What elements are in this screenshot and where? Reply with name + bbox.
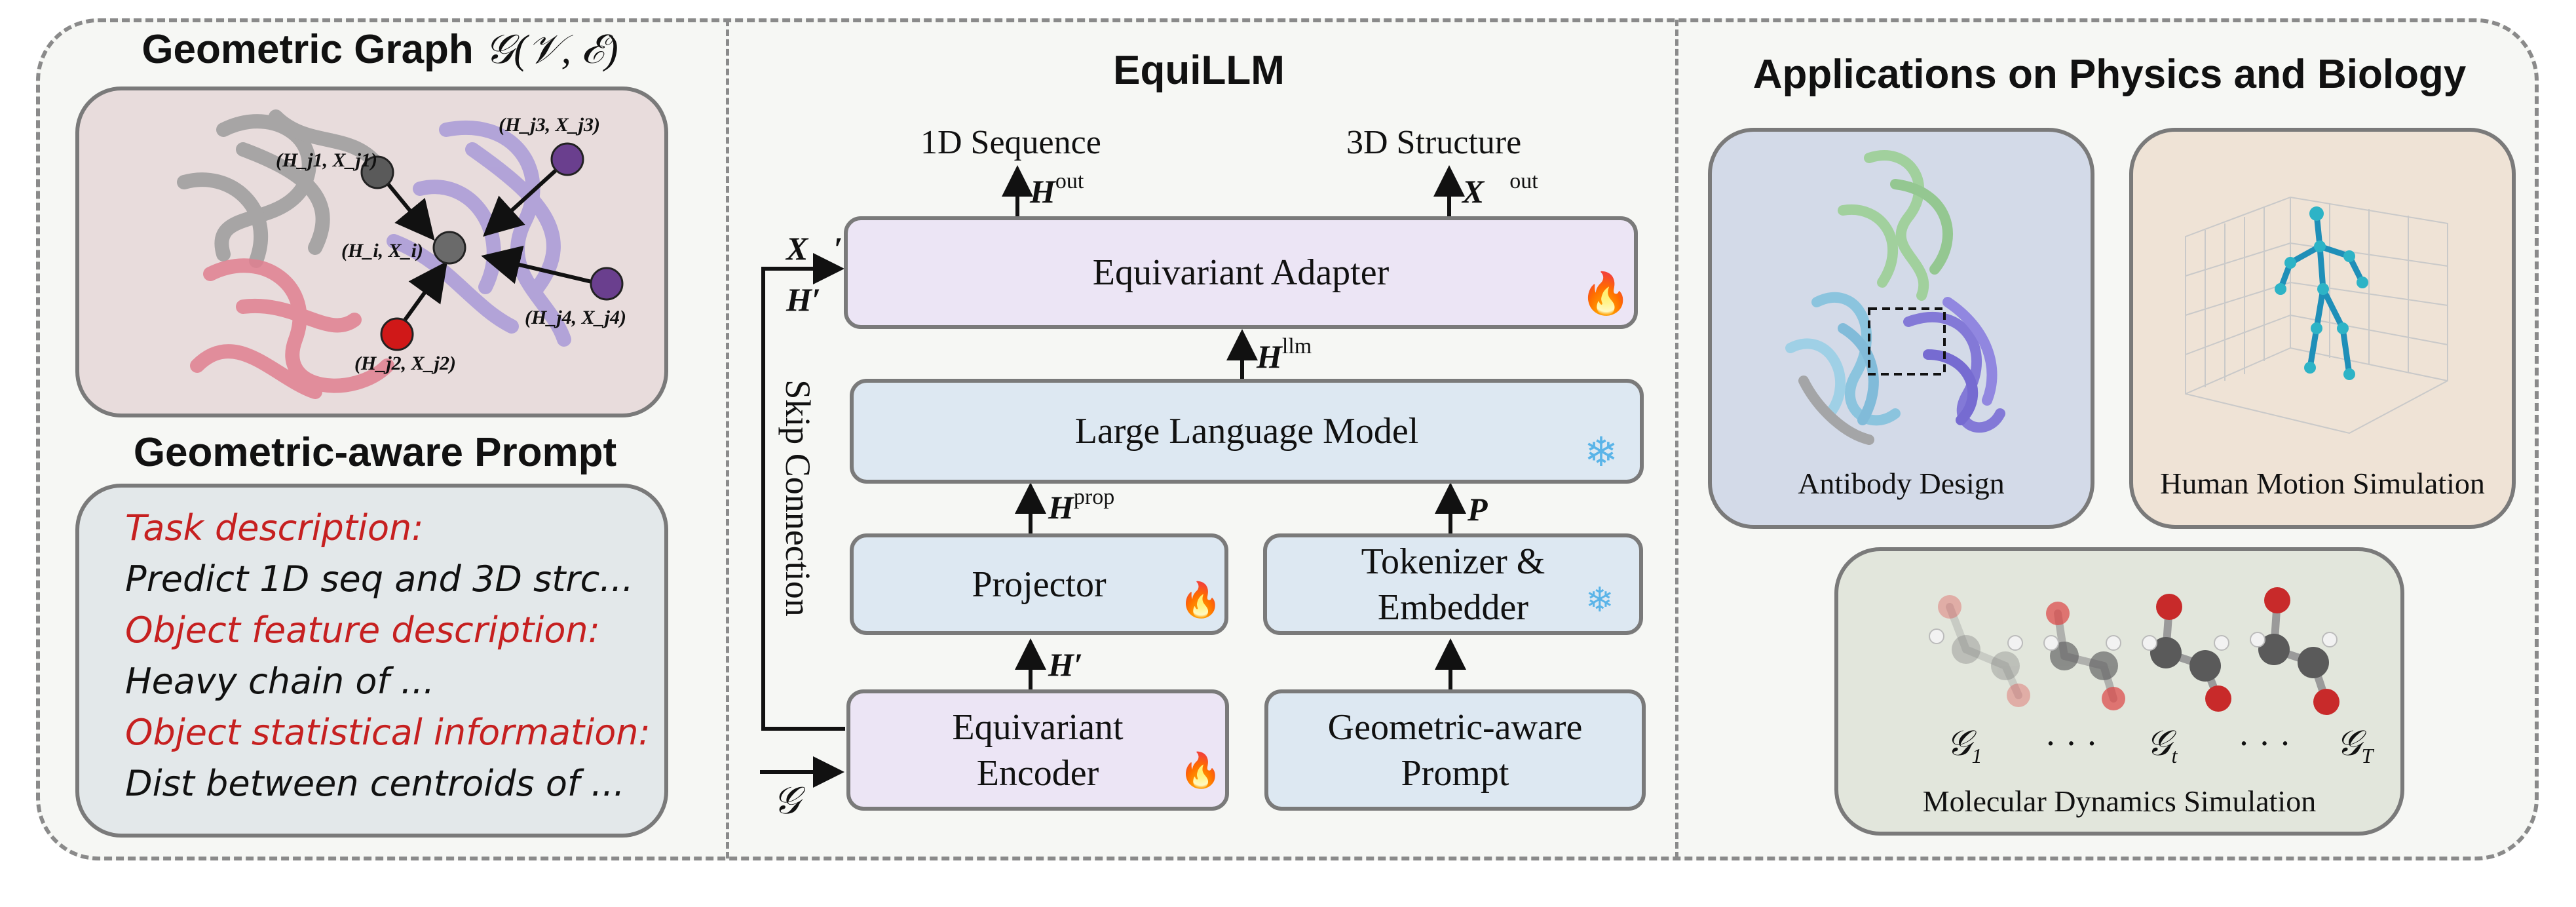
divider-right (1675, 20, 1678, 859)
fire-icon: 🔥 (1179, 581, 1222, 619)
md-label-gT: 𝒢T (2336, 724, 2374, 767)
node-j4 (590, 267, 624, 301)
node-j3 (550, 142, 584, 176)
snowflake-icon: ❄ (1584, 430, 1618, 475)
antibody-caption: Antibody Design (1798, 467, 2005, 500)
molecule-snapshots (1929, 587, 2339, 715)
applications-title: Applications on Physics and Biology (1752, 52, 2467, 97)
antibody-illustration (1785, 150, 2005, 445)
g-input-label: 𝒢 (773, 779, 801, 822)
prompt-line-3: Object feature description: (125, 609, 600, 651)
x-out-label: X⃗out (1462, 169, 1538, 210)
prompt-panel: Task description: Predict 1D seq and 3D … (75, 484, 668, 838)
md-caption: Molecular Dynamics Simulation (1922, 784, 2317, 818)
equillm-title: EquiLLM (1113, 48, 1285, 93)
p-label: P (1468, 491, 1488, 528)
prompt-line-6: Dist between centroids of ... (125, 763, 625, 804)
h-prime-label: H′ (1048, 646, 1083, 683)
graph-title: Geometric Graph 𝒢(𝒱, ℰ) (142, 27, 618, 72)
human-motion-panel: Human Motion Simulation (2129, 128, 2516, 529)
x-prime-label: X⃗′ (786, 230, 843, 267)
output-3d-structure: 3D Structure (1346, 124, 1522, 161)
molecular-dynamics-panel: 𝒢1 · · · 𝒢t · · · 𝒢T Molecular Dynamics … (1834, 547, 2404, 836)
protein-graph-illustration (177, 109, 624, 399)
prompt-line-4: Heavy chain of ... (125, 661, 435, 702)
label-i: (H_i, X_i) (341, 240, 423, 261)
fire-icon: 🔥 (1179, 752, 1222, 790)
label-j4: (H_j4, X_j4) (525, 307, 626, 328)
motion-3d-plot (2185, 196, 2448, 434)
antibody-panel: Antibody Design (1708, 128, 2094, 529)
h-llm-label: Hllm (1257, 334, 1312, 375)
fire-icon: 🔥 (1580, 271, 1631, 317)
large-language-model-box: Large Language Model (850, 379, 1644, 484)
projector-box: Projector (850, 533, 1228, 635)
h-out-label: Hout (1030, 169, 1084, 210)
md-label-g1: 𝒢1 (1946, 724, 1982, 767)
label-j3: (H_j3, X_j3) (499, 114, 600, 136)
prompt-line-1: Task description: (125, 507, 424, 549)
node-i (432, 231, 466, 265)
prompt-title: Geometric-aware Prompt (133, 430, 617, 475)
h-prime-side-label: H′ (786, 281, 821, 318)
prompt-line-2: Predict 1D seq and 3D strc... (125, 558, 634, 600)
equivariant-adapter-box: Equivariant Adapter (844, 216, 1638, 329)
md-label-dots-2: · · · (2238, 724, 2291, 763)
label-j2: (H_j2, X_j2) (354, 353, 456, 374)
tokenizer-embedder-box: Tokenizer &Embedder (1263, 533, 1643, 635)
protein-graph-panel: (H_j1, X_j1) (H_j3, X_j3) (H_i, X_i) (H_… (75, 87, 668, 417)
h-prop-label: Hprop (1048, 485, 1115, 526)
label-j1: (H_j1, X_j1) (276, 149, 377, 171)
divider-left (726, 20, 729, 859)
skip-connection-label: Skip Connection (778, 379, 818, 617)
gray-chain (177, 109, 388, 268)
prompt-line-5: Object statistical information: (125, 712, 651, 753)
md-label-gt: 𝒢t (2146, 724, 2178, 767)
md-label-dots-1: · · · (2045, 724, 2098, 763)
pink-chain (190, 258, 394, 399)
node-j2 (380, 317, 414, 351)
node-j1 (360, 155, 394, 189)
output-1d-sequence: 1D Sequence (920, 124, 1101, 161)
motion-caption: Human Motion Simulation (2160, 467, 2485, 500)
snowflake-icon: ❄ (1585, 581, 1614, 619)
